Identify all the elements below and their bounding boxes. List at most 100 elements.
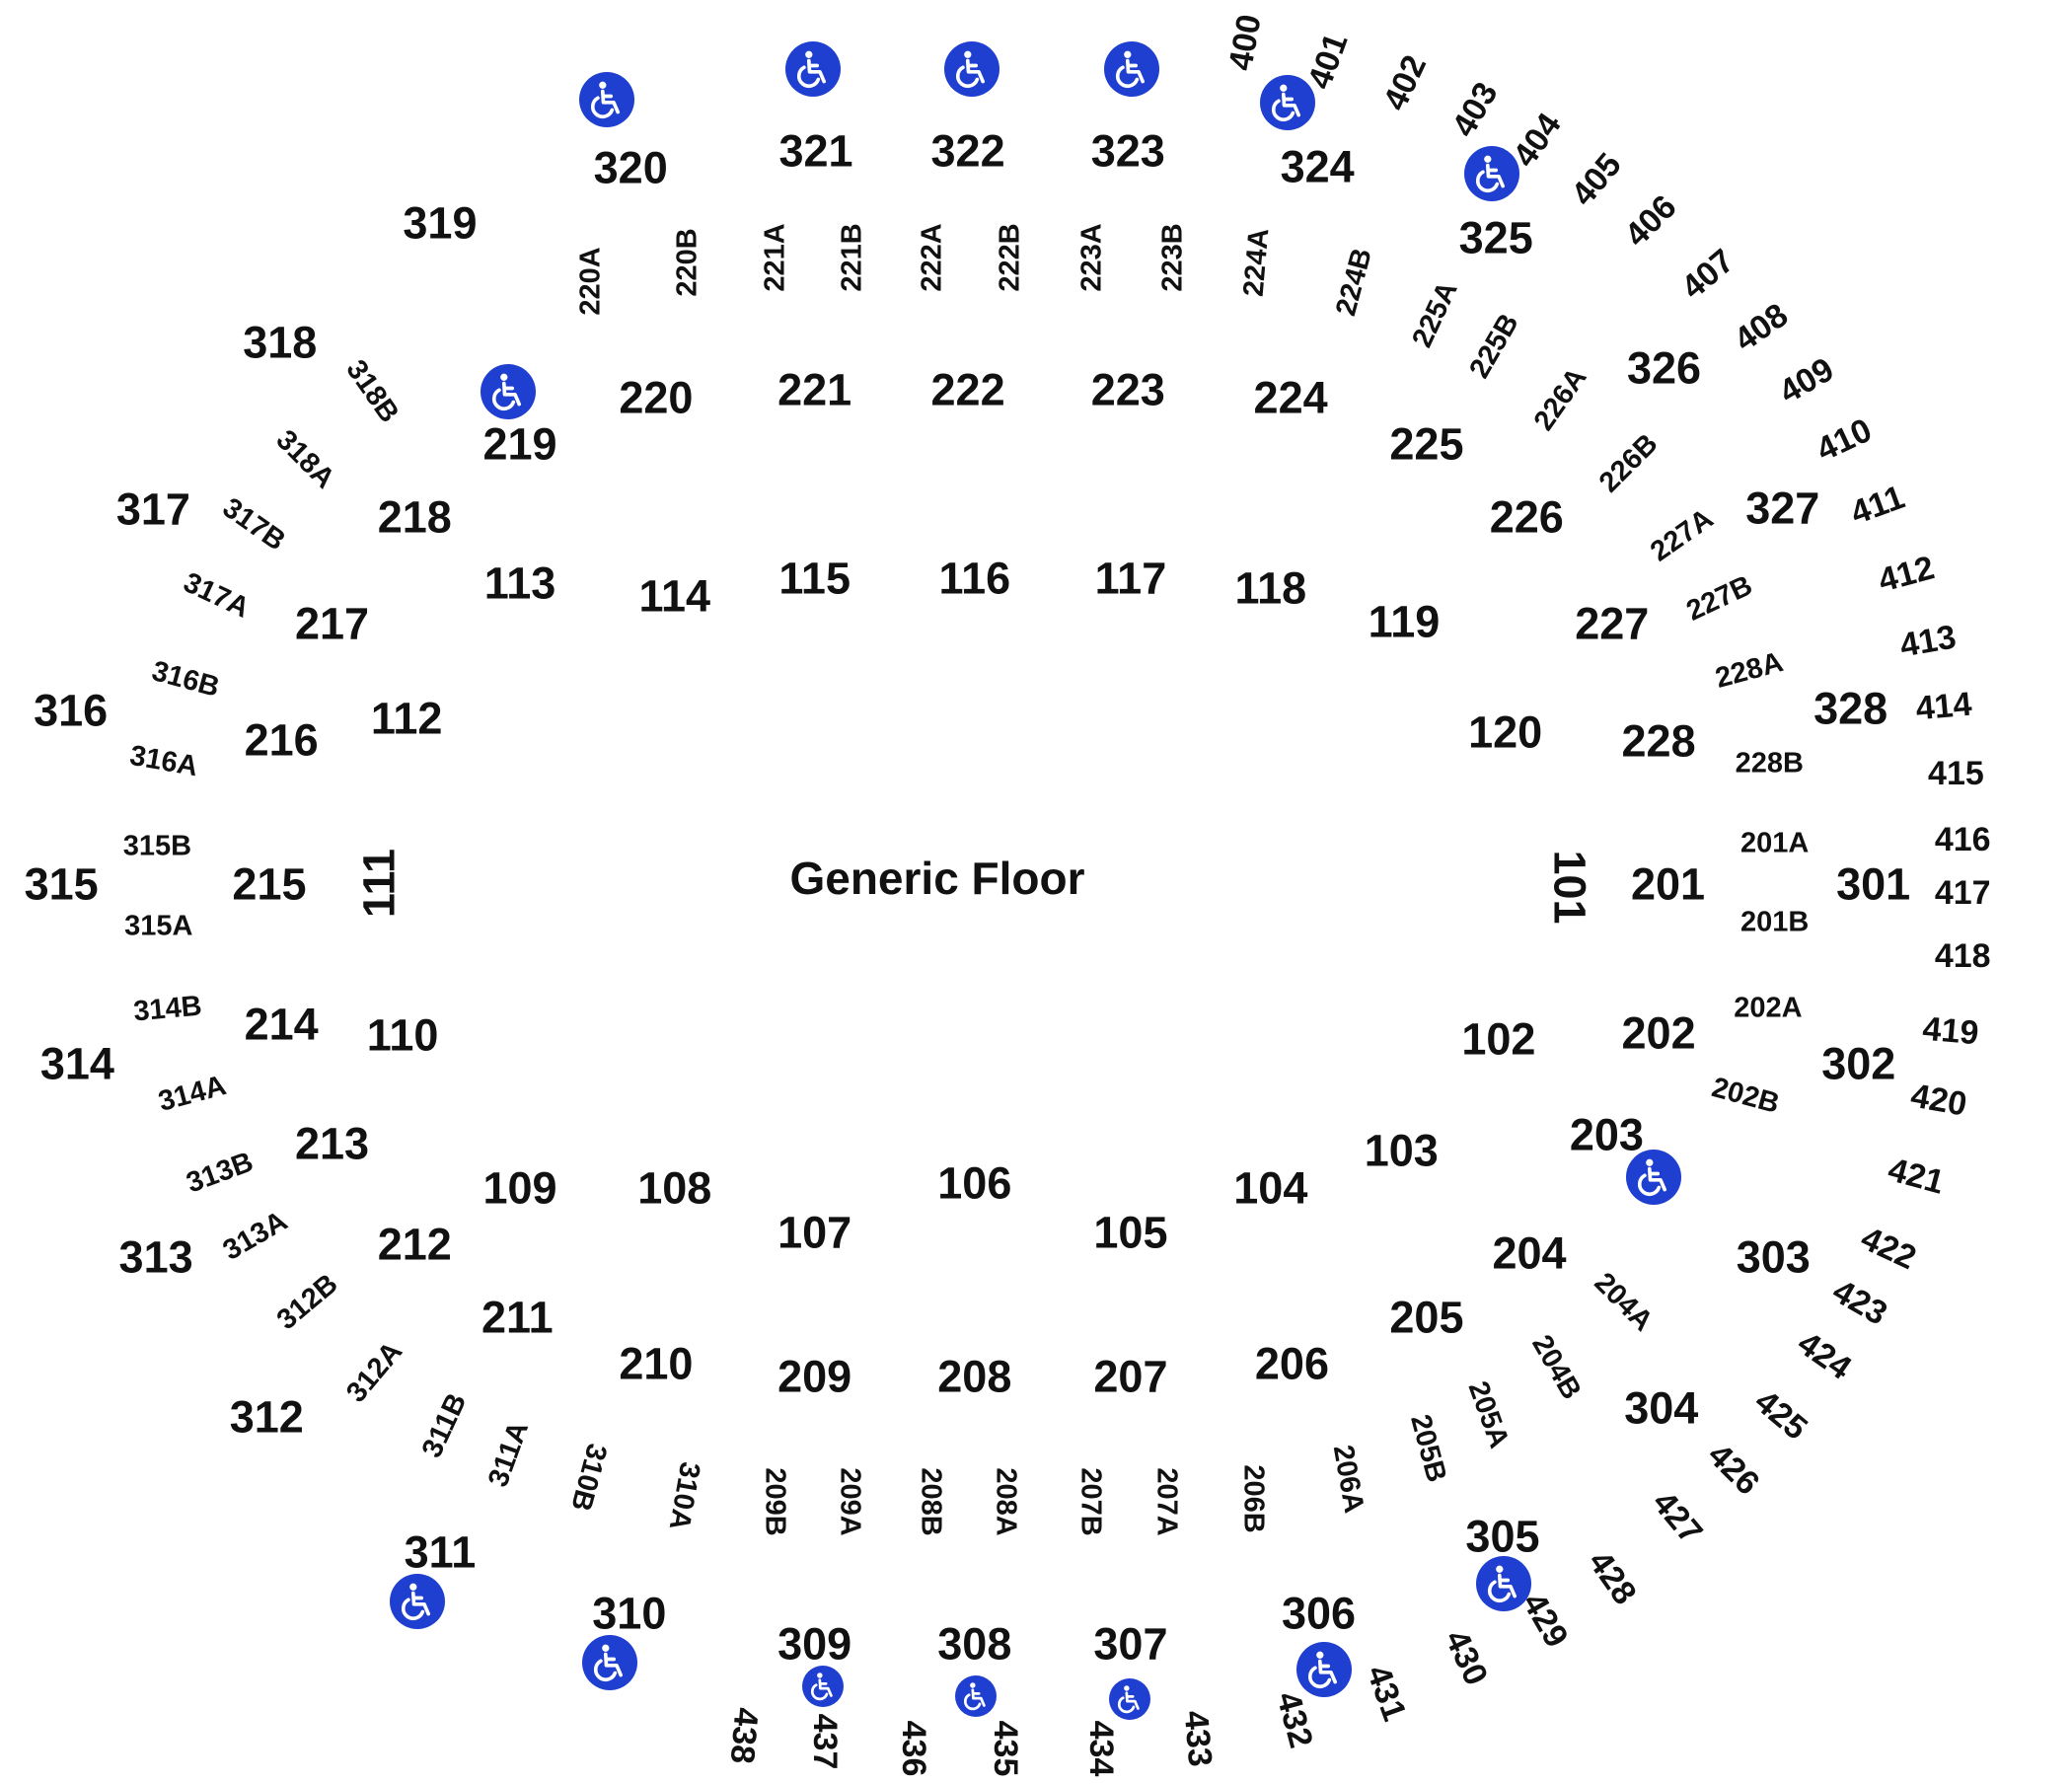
section-300-323[interactable]: 323 [1090,125,1165,177]
section-200-213[interactable]: 213 [294,1118,370,1169]
subsection-300-312a[interactable]: 312A [339,1335,408,1409]
subsection-300-315b[interactable]: 315B [122,830,192,862]
section-300-318[interactable]: 318 [243,317,318,368]
subsection-300-317a[interactable]: 317A [178,566,255,625]
section-100-111[interactable]: 111 [353,848,405,918]
section-400-408[interactable]: 408 [1727,296,1796,360]
subsection-200-223a[interactable]: 223A [1075,223,1108,292]
section-400-433[interactable]: 433 [1176,1709,1219,1769]
subsection-200-226b[interactable]: 226B [1593,428,1665,499]
section-300-328[interactable]: 328 [1813,683,1888,734]
subsection-200-228b[interactable]: 228B [1735,747,1804,780]
subsection-300-316b[interactable]: 316B [148,655,223,705]
section-300-301[interactable]: 301 [1836,858,1911,910]
section-300-325[interactable]: 325 [1458,212,1533,263]
section-400-405[interactable]: 405 [1563,146,1629,214]
section-200-222[interactable]: 222 [930,364,1005,415]
section-100-112[interactable]: 112 [370,693,443,744]
subsection-200-222a[interactable]: 222A [916,223,948,292]
subsection-200-204b[interactable]: 204B [1525,1330,1588,1406]
subsection-200-202a[interactable]: 202A [1734,992,1803,1024]
subsection-300-313b[interactable]: 313B [182,1146,258,1200]
section-200-221[interactable]: 221 [777,364,852,415]
section-400-415[interactable]: 415 [1928,754,1984,792]
section-200-208[interactable]: 208 [937,1351,1012,1402]
section-200-228[interactable]: 228 [1621,715,1696,767]
section-200-216[interactable]: 216 [244,714,319,766]
subsection-300-313a[interactable]: 313A [218,1205,294,1267]
section-400-437[interactable]: 437 [806,1713,845,1770]
section-100-104[interactable]: 104 [1233,1162,1308,1214]
section-100-113[interactable]: 113 [483,558,556,609]
section-300-311[interactable]: 311 [404,1526,477,1578]
subsection-200-206b[interactable]: 206B [1237,1464,1270,1533]
section-300-317[interactable]: 317 [115,483,190,535]
section-300-313[interactable]: 313 [118,1231,193,1283]
section-400-412[interactable]: 412 [1875,549,1939,601]
section-400-438[interactable]: 438 [722,1706,766,1766]
subsection-300-310b[interactable]: 310B [563,1440,613,1516]
section-400-409[interactable]: 409 [1773,350,1841,412]
subsection-200-202b[interactable]: 202B [1708,1071,1783,1120]
section-400-406[interactable]: 406 [1617,187,1684,255]
section-300-314[interactable]: 314 [39,1038,114,1089]
section-300-308[interactable]: 308 [937,1618,1012,1670]
subsection-200-227a[interactable]: 227A [1645,502,1720,568]
section-400-421[interactable]: 421 [1884,1151,1949,1202]
section-400-428[interactable]: 428 [1580,1543,1644,1611]
subsection-200-201a[interactable]: 201A [1739,827,1810,859]
subsection-200-221a[interactable]: 221A [759,223,791,292]
section-200-215[interactable]: 215 [232,858,307,910]
section-400-434[interactable]: 434 [1082,1720,1121,1776]
section-100-102[interactable]: 102 [1461,1013,1536,1065]
subsection-200-226a[interactable]: 226A [1528,362,1594,437]
section-200-223[interactable]: 223 [1090,364,1165,415]
section-400-423[interactable]: 423 [1826,1272,1894,1333]
section-300-306[interactable]: 306 [1281,1588,1357,1639]
subsection-300-315a[interactable]: 315A [124,910,193,942]
section-200-204[interactable]: 204 [1492,1227,1567,1279]
section-300-326[interactable]: 326 [1626,342,1702,394]
section-200-211[interactable]: 211 [481,1292,554,1343]
section-400-402[interactable]: 402 [1376,49,1435,116]
section-400-418[interactable]: 418 [1934,936,1991,975]
section-300-322[interactable]: 322 [930,125,1005,177]
section-400-422[interactable]: 422 [1854,1219,1922,1278]
section-400-432[interactable]: 432 [1269,1687,1320,1752]
subsection-300-314b[interactable]: 314B [132,990,204,1028]
section-200-201[interactable]: 201 [1630,858,1706,910]
subsection-200-221b[interactable]: 221B [836,223,867,292]
section-300-304[interactable]: 304 [1624,1382,1699,1434]
section-100-109[interactable]: 109 [482,1162,557,1214]
section-100-117[interactable]: 117 [1094,553,1167,604]
section-300-324[interactable]: 324 [1280,141,1355,192]
section-100-114[interactable]: 114 [638,570,711,622]
section-400-413[interactable]: 413 [1896,618,1960,665]
section-100-119[interactable]: 119 [1368,596,1441,647]
section-300-315[interactable]: 315 [24,858,99,910]
section-400-410[interactable]: 410 [1811,410,1878,470]
section-300-310[interactable]: 310 [592,1588,667,1639]
subsection-300-318b[interactable]: 318B [339,354,406,429]
section-400-419[interactable]: 419 [1921,1009,1980,1052]
subsection-300-311a[interactable]: 311A [482,1417,536,1492]
subsection-200-201b[interactable]: 201B [1739,906,1810,938]
subsection-300-314a[interactable]: 314A [154,1070,230,1119]
section-100-118[interactable]: 118 [1234,562,1307,614]
subsection-200-225a[interactable]: 225A [1406,276,1465,352]
section-300-302[interactable]: 302 [1821,1038,1896,1089]
section-200-219[interactable]: 219 [482,418,557,470]
section-100-115[interactable]: 115 [778,553,851,604]
section-200-210[interactable]: 210 [619,1338,694,1389]
subsection-200-209b[interactable]: 209B [759,1466,791,1536]
section-200-212[interactable]: 212 [377,1219,452,1270]
subsection-300-317b[interactable]: 317B [216,492,291,558]
subsection-200-207a[interactable]: 207A [1150,1466,1183,1536]
section-400-426[interactable]: 426 [1700,1436,1767,1503]
section-100-101[interactable]: 101 [1544,850,1595,925]
section-100-105[interactable]: 105 [1093,1207,1168,1258]
subsection-300-312b[interactable]: 312B [270,1268,344,1337]
subsection-200-227b[interactable]: 227B [1681,569,1758,628]
section-400-407[interactable]: 407 [1674,242,1742,308]
subsection-200-224a[interactable]: 224A [1237,227,1276,299]
